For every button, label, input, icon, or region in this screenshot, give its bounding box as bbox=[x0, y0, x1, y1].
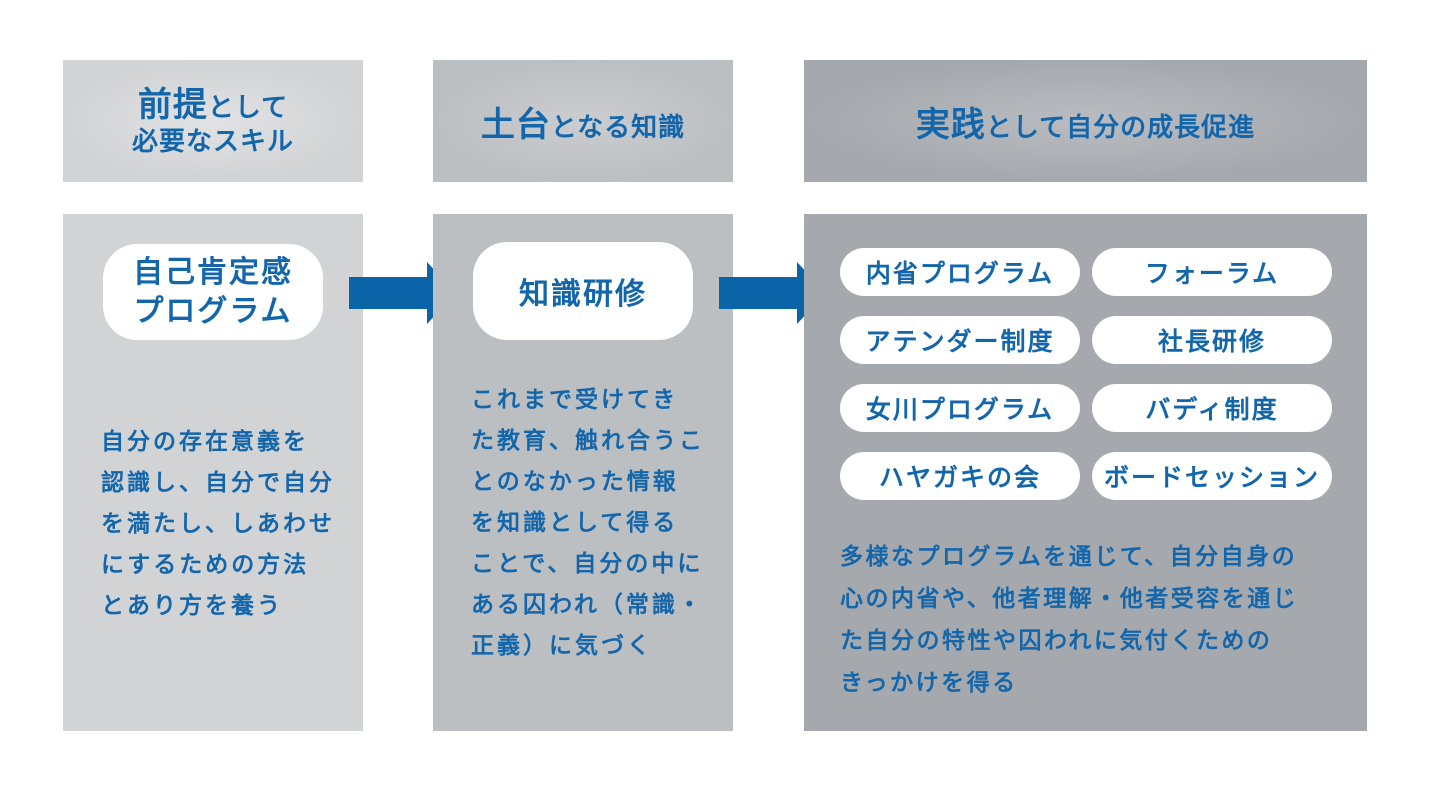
program-tag: 女川プログラム bbox=[840, 384, 1080, 432]
program-tag: ボードセッション bbox=[1092, 452, 1332, 500]
program-tag: バディ制度 bbox=[1092, 384, 1332, 432]
desc-line: 正義）に気づく bbox=[471, 633, 653, 659]
right-arrow-icon bbox=[349, 262, 456, 324]
stage-1-header-line2: 必要なスキル bbox=[131, 127, 294, 157]
desc-line: これまで受けてき bbox=[471, 387, 679, 413]
program-tag: ハヤガキの会 bbox=[840, 452, 1080, 500]
desc-line: を満たし、しあわせ bbox=[101, 511, 335, 537]
stage-2-description: これまで受けてき た教育、触れ合うこ とのなかった情報 を知識として得る ことで… bbox=[471, 380, 705, 667]
desc-line: 認識し、自分で自分 bbox=[101, 470, 335, 496]
desc-line: 多様なプログラムを通じて、自分自身の bbox=[840, 544, 1298, 570]
stage-3-header-emph: 実践 bbox=[915, 104, 986, 145]
desc-line: ことで、自分の中に bbox=[471, 551, 704, 577]
desc-line: とのなかった情報 bbox=[471, 469, 679, 495]
desc-line: ある囚われ（常識・ bbox=[471, 592, 704, 618]
desc-line: 自分の存在意義を bbox=[101, 429, 309, 455]
program-grid: 内省プログラム フォーラム アテンダー制度 社長研修 女川プログラム バディ制度… bbox=[840, 248, 1332, 500]
stage-1-header: 前提として 必要なスキル bbox=[63, 60, 363, 182]
stage-2-program-pill: 知識研修 bbox=[473, 242, 693, 340]
stage-3-header-rest: として自分の成長促進 bbox=[985, 112, 1256, 143]
pill-line-1: 自己肯定感 bbox=[133, 255, 293, 290]
pill-line-2: プログラム bbox=[133, 294, 293, 329]
desc-line: た自分の特性や囚われに気付くための bbox=[840, 628, 1273, 654]
desc-line: た教育、触れ合うこ bbox=[471, 428, 705, 454]
right-arrow-icon bbox=[719, 262, 826, 324]
stage-1-program-pill: 自己肯定感 プログラム bbox=[103, 244, 323, 340]
desc-line: を知識として得る bbox=[471, 510, 679, 536]
stage-2-header-rest: となる知識 bbox=[550, 112, 686, 143]
program-tag: 社長研修 bbox=[1092, 316, 1332, 364]
desc-line: きっかけを得る bbox=[840, 670, 1018, 696]
stage-3-description: 多様なプログラムを通じて、自分自身の 心の内省や、他者理解・他者受容を通じ た自… bbox=[840, 536, 1340, 704]
stage-1-header-rest: として bbox=[207, 92, 289, 123]
stage-2-header-emph: 土台 bbox=[480, 104, 551, 145]
program-tag: アテンダー制度 bbox=[840, 316, 1080, 364]
stage-1-header-emph: 前提 bbox=[137, 84, 208, 125]
desc-line: とあり方を養う bbox=[101, 593, 283, 619]
stage-2-panel: 知識研修 これまで受けてき た教育、触れ合うこ とのなかった情報 を知識として得… bbox=[433, 214, 733, 731]
stage-1-panel: 自己肯定感 プログラム 自分の存在意義を 認識し、自分で自分 を満たし、しあわせ… bbox=[63, 214, 363, 731]
stage-2-header: 土台となる知識 bbox=[433, 60, 733, 182]
stage-3-panel: 内省プログラム フォーラム アテンダー制度 社長研修 女川プログラム バディ制度… bbox=[804, 214, 1367, 731]
stage-1-description: 自分の存在意義を 認識し、自分で自分 を満たし、しあわせ にするための方法 とあ… bbox=[101, 422, 335, 627]
stage-3-header: 実践として自分の成長促進 bbox=[804, 60, 1367, 182]
desc-line: 心の内省や、他者理解・他者受容を通じ bbox=[840, 586, 1299, 612]
program-tag: 内省プログラム bbox=[840, 248, 1080, 296]
program-tag: フォーラム bbox=[1092, 248, 1332, 296]
desc-line: にするための方法 bbox=[101, 552, 310, 578]
pill-line-1: 知識研修 bbox=[519, 277, 647, 312]
